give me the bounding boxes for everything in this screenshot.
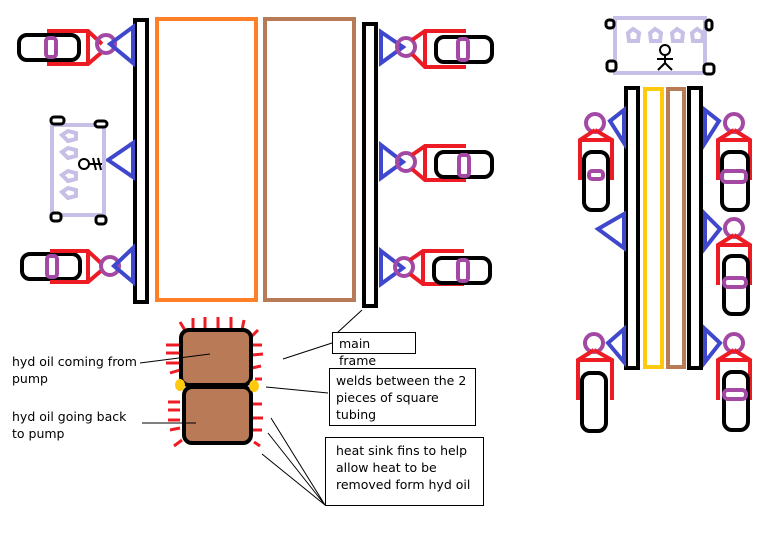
right-view-brown-tube [666,87,686,369]
leader-lines [139,309,363,506]
label-oil-in: hyd oil coming from pump [12,354,137,386]
operator-seat-left [49,115,109,226]
right-frame-rail [362,22,378,308]
right-view-wheel-left-bottom [576,324,626,433]
wheel-assembly-right-bottom [379,246,492,288]
wheel-assembly-left-bottom [20,243,135,287]
operator-seat-right [604,16,716,76]
weld-right [249,380,259,392]
orange-tube [155,17,258,302]
right-view-rail-left [624,86,640,370]
heat-sink-fins [166,317,264,448]
wheel-assembly-right-top [379,28,494,69]
oil-tube-top [179,328,253,387]
oil-tube-bottom [182,385,253,445]
label-main-frame: main frame [332,332,416,368]
right-view-wheel-right-bottom [703,324,752,432]
right-view-wheel-right-middle [703,209,752,316]
brown-tube [263,17,356,302]
right-view-rail-right [687,86,703,370]
right-view-wheel-right-top [703,105,752,212]
weld-left [175,379,185,391]
right-view-bracket-left-middle [594,210,626,252]
bracket-left-middle [104,139,135,181]
left-frame-rail [133,18,149,304]
wheel-assembly-right-middle [379,140,494,182]
wheel-assembly-left-top [17,23,135,68]
right-view-yellow-tube [643,87,664,369]
label-oil-out: hyd oil going back to pump [12,409,127,441]
label-welds: welds between the 2 pieces of square tub… [329,368,476,426]
right-view-wheel-left-top [578,105,626,212]
label-fins: heat sink fins to help allow heat to be … [325,437,484,506]
